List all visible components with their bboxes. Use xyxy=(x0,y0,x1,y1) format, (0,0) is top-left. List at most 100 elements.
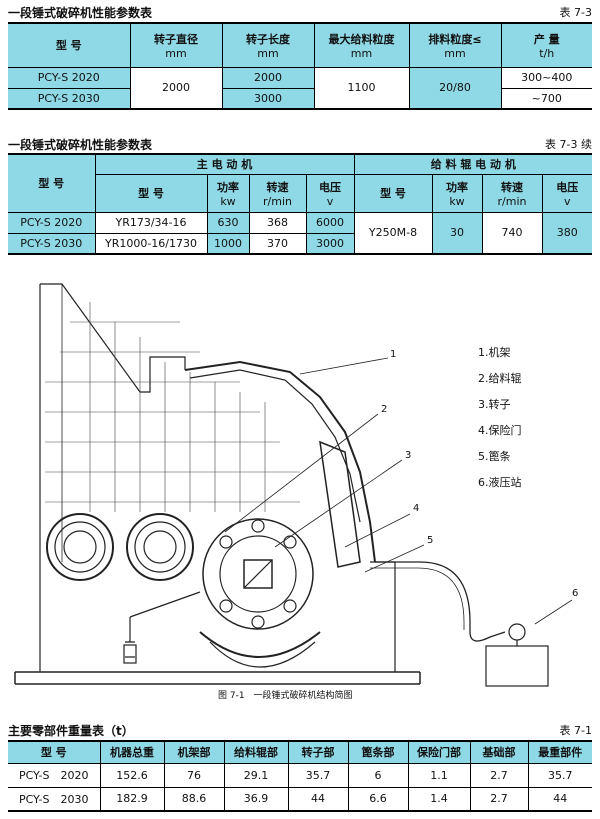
t2-h-sub-model-2: 型 号 xyxy=(353,174,432,212)
feed-roll-left xyxy=(46,513,114,581)
legend-item: 6.液压站 xyxy=(478,476,522,489)
t3-header: 机器总重 xyxy=(99,741,164,763)
table1-heading: 一段锤式破碎机性能参数表 表 7-3 xyxy=(8,4,592,20)
t2-cell: 1000 xyxy=(206,233,249,254)
callout-5: 5 xyxy=(427,535,433,546)
t3-header: 保险门部 xyxy=(407,741,470,763)
t2-cell: 740 xyxy=(481,212,542,254)
hydraulic-line xyxy=(370,561,506,642)
frame-casing xyxy=(184,360,376,563)
t2-cell: 370 xyxy=(248,233,306,254)
table2-heading: 一段锤式破碎机性能参数表 表 7-3 续 xyxy=(8,136,592,152)
t2-cell: Y250M-8 xyxy=(353,212,432,254)
t1-cell: 2000 xyxy=(129,67,222,109)
table-row: PCY-S 2020 YR173/34-16 630 368 6000 Y250… xyxy=(8,212,593,254)
callout-labels: 1 2 3 4 5 6 xyxy=(381,349,578,599)
t3-cell: 29.1 xyxy=(223,763,288,787)
machine-base xyxy=(14,671,421,685)
rotor xyxy=(202,518,314,630)
callout-leaders xyxy=(224,357,573,625)
table3-header-row: 型 号 机器总重 机架部 给料辊部 转子部 篦条部 保险门部 基础部 最重部件 xyxy=(8,741,592,763)
t3-cell: 2.7 xyxy=(469,763,528,787)
t2-h-main-motor: 主 电 动 机 xyxy=(94,154,354,175)
t2-cell: 3000 xyxy=(305,233,354,254)
t3-cell: 1.4 xyxy=(407,787,470,811)
hydraulic-station xyxy=(485,645,549,687)
t3-cell: 36.9 xyxy=(223,787,288,811)
t2-cell: YR173/34-16 xyxy=(94,212,207,233)
figure-caption: 图 7-1 一段锤式破碎机结构简图 xyxy=(218,691,353,701)
t3-cell: 88.6 xyxy=(163,787,224,811)
t3-header: 型 号 xyxy=(40,746,67,760)
callout-1: 1 xyxy=(390,349,396,360)
table2-group-row: 型 号 主 电 动 机 给 料 辊 电 动 机 xyxy=(8,154,593,190)
t2-cell: 6000 xyxy=(305,212,354,233)
table-row: PCY-S 2030 YR1000-16/1730 1000 370 3000 xyxy=(8,233,593,254)
t3-cell: 44 xyxy=(287,787,348,811)
t3-cell: PCY-S 2020 xyxy=(19,769,89,782)
t3-cell: PCY-S 2030 xyxy=(19,792,89,806)
feed-roll-right xyxy=(126,513,194,581)
legend-item: 2.给料辊 xyxy=(478,372,522,385)
t2-cell: YR1000-16/1730 xyxy=(94,233,207,254)
t1-cell: 20/80 xyxy=(408,67,501,109)
t1-cell: 2000 xyxy=(221,67,314,88)
t1-cell: ~700 xyxy=(500,88,592,109)
t3-cell: 35.7 xyxy=(527,763,592,787)
t2-cell: 368 xyxy=(248,212,306,233)
t2-cell: PCY-S 2020 xyxy=(8,212,95,233)
t2-cell: 380 xyxy=(541,212,593,254)
crusher-structure-diagram: 1 2 3 4 5 6 xyxy=(14,283,578,687)
table2-title: 一段锤式破碎机性能参数表 xyxy=(8,138,153,152)
table-row: PCY-S 2030 182.9 88.6 36.9 44 6.6 1.4 2.… xyxy=(8,787,592,811)
t3-cell: 2.7 xyxy=(469,787,528,811)
table1-number: 表 7-3 xyxy=(559,6,592,19)
t1-cell: 1100 xyxy=(313,67,409,109)
t3-header: 转子部 xyxy=(287,741,348,763)
t2-h-model: 型 号 xyxy=(38,177,65,191)
t3-cell: 1.1 xyxy=(407,763,470,787)
table1-title: 一段锤式破碎机性能参数表 xyxy=(8,6,153,20)
t3-cell: 44 xyxy=(527,787,592,811)
callout-2: 2 xyxy=(381,404,387,415)
t1-cell: 3000 xyxy=(221,88,314,109)
t3-header: 篦条部 xyxy=(347,741,408,763)
legend-item: 4.保险门 xyxy=(478,424,522,437)
legend-item: 5.篦条 xyxy=(478,450,511,463)
t3-cell: 35.7 xyxy=(287,763,348,787)
table2-number: 表 7-3 续 xyxy=(545,138,592,151)
t2-cell: 30 xyxy=(431,212,482,254)
diagram-legend: 1.机架 2.给料辊 3.转子 4.保险门 5.篦条 6.液压站 xyxy=(478,340,522,496)
t1-h-discharge: 排料粒度≤mm xyxy=(408,23,501,67)
t2-cell: 630 xyxy=(206,212,249,233)
t3-header: 最重部件 xyxy=(527,741,592,763)
t3-header: 基础部 xyxy=(469,741,528,763)
table3-number: 表 7-1 xyxy=(559,724,592,737)
t2-cell: PCY-S 2030 xyxy=(8,233,95,254)
safety-door xyxy=(319,440,361,568)
t3-cell: 6.6 xyxy=(347,787,408,811)
callout-4: 4 xyxy=(413,503,419,514)
t3-cell: 182.9 xyxy=(99,787,164,811)
table-row: PCY-S 2030 3000 ~700 xyxy=(8,88,592,109)
table3-title: 主要零部件重量表（t） xyxy=(8,724,134,738)
hopper-grid xyxy=(45,302,300,512)
t1-h-model: 型 号 xyxy=(55,39,82,53)
callout-3: 3 xyxy=(405,450,411,461)
callout-6: 6 xyxy=(572,588,578,599)
t3-cell: 76 xyxy=(163,763,224,787)
table-row: PCY-S 2020 152.6 76 29.1 35.7 6 1.1 2.7 … xyxy=(8,763,592,787)
